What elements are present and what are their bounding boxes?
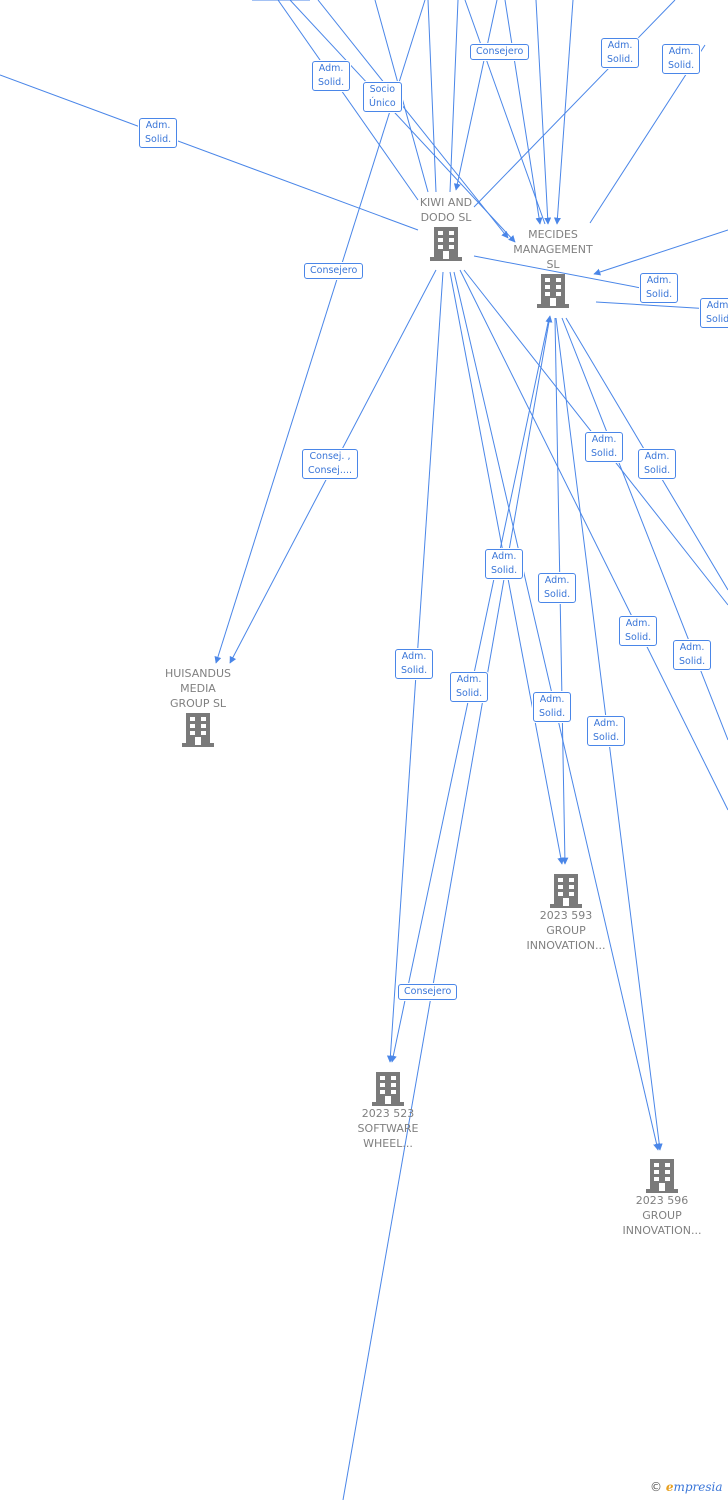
relation-label[interactable]: Adm. Solid. [485, 549, 524, 579]
edge [553, 0, 574, 225]
company-name: 2023 593 GROUP INNOVATION... [526, 909, 606, 952]
relation-label[interactable]: Adm. Solid. [312, 61, 351, 91]
company-name: 2023 596 GROUP INNOVATION... [622, 1194, 702, 1237]
edge [561, 317, 728, 741]
relation-label[interactable]: Adm. Solid. [587, 716, 626, 746]
edge [427, 0, 437, 193]
edge [593, 229, 728, 276]
edge [277, 0, 419, 201]
edge [342, 315, 553, 1500]
edge [0, 74, 419, 231]
building-icon [372, 1072, 404, 1106]
edge [449, 0, 459, 193]
relation-label[interactable]: Adm. Solid. [638, 449, 677, 479]
edge [473, 255, 663, 293]
company-node-kiwi-and-dodo[interactable]: KIWI AND DODO SL [391, 195, 501, 261]
relation-label[interactable]: Consej. , Consej.... [302, 449, 358, 479]
edge [535, 0, 552, 225]
company-node-2023-593[interactable]: 2023 593 GROUP INNOVATION... [511, 872, 621, 953]
company-node-huisandus-media[interactable]: HUISANDUS MEDIA GROUP SL [143, 666, 253, 747]
edge [504, 0, 543, 225]
relation-label[interactable]: Adm. Solid. [139, 118, 178, 148]
relation-label[interactable]: Adm. Solid. [585, 432, 624, 462]
relation-label[interactable]: Adm. Solid. [601, 38, 640, 68]
relation-label[interactable]: Adm. Solid. [450, 672, 489, 702]
relation-label[interactable]: Adm. Solid. [533, 692, 572, 722]
relation-label[interactable]: Adm. Solid. [640, 273, 679, 303]
relation-label[interactable]: Consejero [304, 263, 364, 279]
relation-label[interactable]: Consejero [398, 984, 458, 1000]
footer-copyright: © empresia [650, 1480, 723, 1494]
relation-label[interactable]: Adm. Solid. [619, 616, 658, 646]
building-icon [537, 274, 569, 308]
edge [459, 269, 728, 811]
relation-label[interactable]: Adm. Solid. [662, 44, 701, 74]
edge [289, 0, 516, 243]
company-name: MECIDES MANAGEMENT SL [513, 228, 593, 271]
edge [453, 0, 498, 191]
company-name: KIWI AND DODO SL [419, 196, 473, 224]
company-node-2023-596[interactable]: 2023 596 GROUP INNOVATION... [607, 1157, 717, 1238]
edge [317, 0, 509, 239]
company-name: 2023 523 SOFTWARE WHEEL... [357, 1107, 419, 1150]
company-name: HUISANDUS MEDIA GROUP SL [164, 667, 231, 710]
relation-label[interactable]: Adm. Solid. [395, 649, 434, 679]
empresia-logo[interactable]: empresia [665, 1480, 723, 1494]
company-node-mecides-management[interactable]: MECIDES MANAGEMENT SL [498, 227, 608, 308]
building-icon [646, 1159, 678, 1193]
edge [473, 0, 676, 208]
edge [464, 0, 546, 225]
building-icon [550, 874, 582, 908]
relation-label[interactable]: Adm. Solid. [673, 640, 712, 670]
relation-label[interactable]: Adm. Solid. [538, 573, 577, 603]
company-node-2023-523[interactable]: 2023 523 SOFTWARE WHEEL... [333, 1070, 443, 1151]
building-icon [182, 713, 214, 747]
building-icon [430, 227, 462, 261]
relation-label[interactable]: Adm. Solid. [700, 298, 728, 328]
relation-label[interactable]: Socio Único [363, 82, 402, 112]
copyright-symbol: © [650, 1480, 662, 1494]
edge [589, 44, 706, 224]
relation-label[interactable]: Consejero [470, 44, 530, 60]
